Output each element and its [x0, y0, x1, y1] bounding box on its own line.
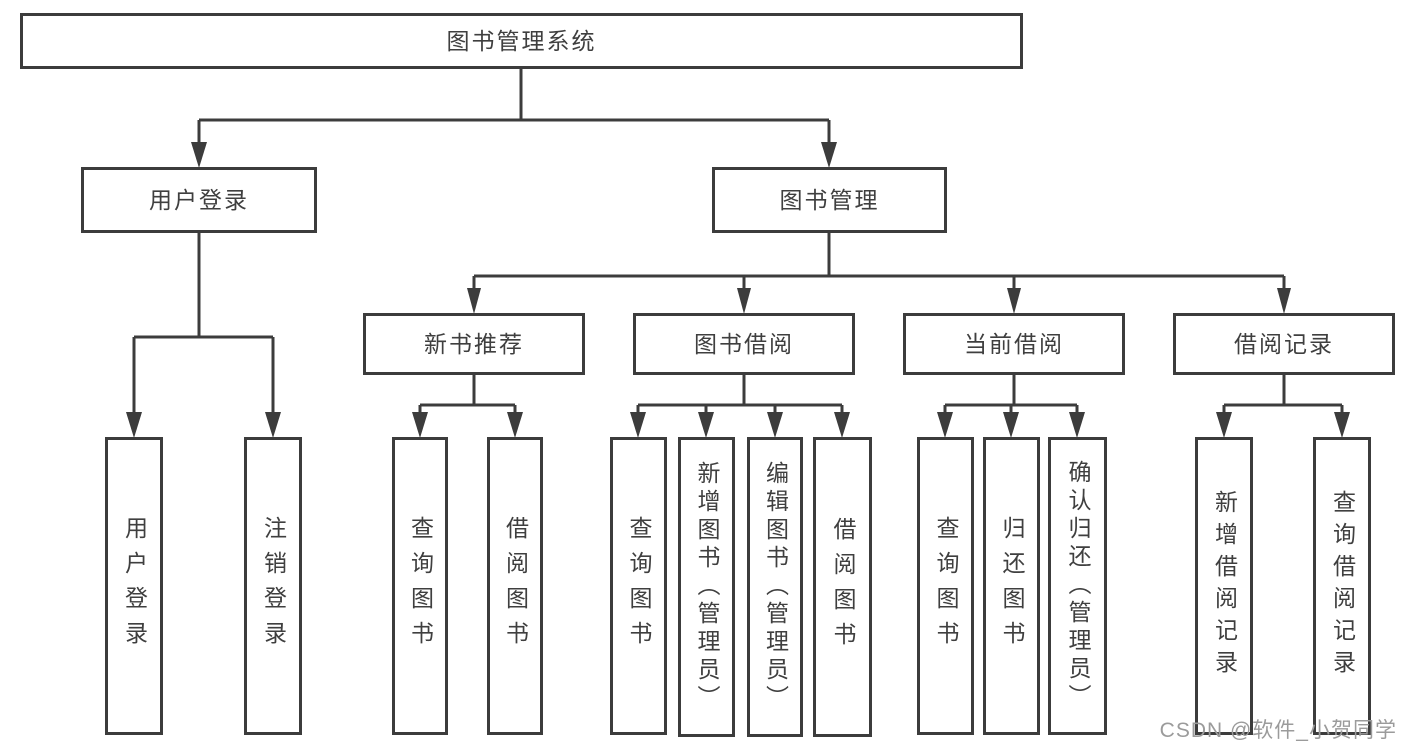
leaf-borrow-books-recommend: 借阅图书: [487, 437, 543, 735]
leaf-return-books: 归还图书: [983, 437, 1040, 735]
leaf-edit-book-admin-label: 编辑图书（管理员）: [762, 461, 789, 713]
node-system-root-label: 图书管理系统: [446, 27, 597, 54]
leaf-user-login: 用户登录: [105, 437, 163, 735]
leaf-add-book-admin-label: 新增图书（管理员）: [694, 461, 720, 713]
leaf-query-books-current: 查询图书: [917, 437, 974, 735]
node-book-borrowing-label: 图书借阅: [694, 330, 794, 357]
node-book-management: 图书管理: [712, 167, 947, 233]
leaf-user-login-label: 用户登录: [121, 516, 148, 656]
node-book-management-label: 图书管理: [779, 186, 880, 213]
node-book-borrowing: 图书借阅: [633, 313, 855, 375]
leaf-query-books-recommend-label: 查询图书: [407, 516, 434, 656]
leaf-return-books-label: 归还图书: [999, 516, 1025, 656]
watermark: CSDN @软件_小贺同学: [1159, 719, 1397, 742]
leaf-add-borrow-record-label: 新增借阅记录: [1211, 490, 1238, 682]
leaf-logout: 注销登录: [244, 437, 302, 735]
node-new-book-recommend-label: 新书推荐: [424, 330, 524, 357]
node-new-book-recommend: 新书推荐: [363, 313, 585, 375]
leaf-logout-label: 注销登录: [260, 516, 287, 656]
leaf-query-borrow-record-label: 查询借阅记录: [1329, 490, 1356, 682]
leaf-add-borrow-record: 新增借阅记录: [1195, 437, 1253, 735]
leaf-edit-book-admin: 编辑图书（管理员）: [747, 437, 803, 737]
leaf-query-books-borrowing-label: 查询图书: [626, 516, 652, 656]
leaf-borrow-books: 借阅图书: [813, 437, 872, 737]
leaf-borrow-books-label: 借阅图书: [830, 517, 856, 657]
node-current-borrowing-label: 当前借阅: [964, 330, 1064, 357]
node-borrowing-records-label: 借阅记录: [1234, 330, 1334, 357]
leaf-borrow-books-recommend-label: 借阅图书: [502, 516, 529, 656]
node-user-login: 用户登录: [81, 167, 317, 233]
leaf-query-borrow-record: 查询借阅记录: [1313, 437, 1371, 735]
leaf-confirm-return-admin-label: 确认归还（管理员）: [1065, 460, 1091, 712]
node-borrowing-records: 借阅记录: [1173, 313, 1395, 375]
leaf-query-books-current-label: 查询图书: [933, 516, 959, 656]
leaf-add-book-admin: 新增图书（管理员）: [678, 437, 735, 737]
leaf-query-books-borrowing: 查询图书: [610, 437, 667, 735]
leaf-confirm-return-admin: 确认归还（管理员）: [1048, 437, 1107, 735]
node-current-borrowing: 当前借阅: [903, 313, 1125, 375]
node-user-login-label: 用户登录: [149, 186, 249, 213]
node-system-root: 图书管理系统: [20, 13, 1023, 69]
leaf-query-books-recommend: 查询图书: [392, 437, 448, 735]
